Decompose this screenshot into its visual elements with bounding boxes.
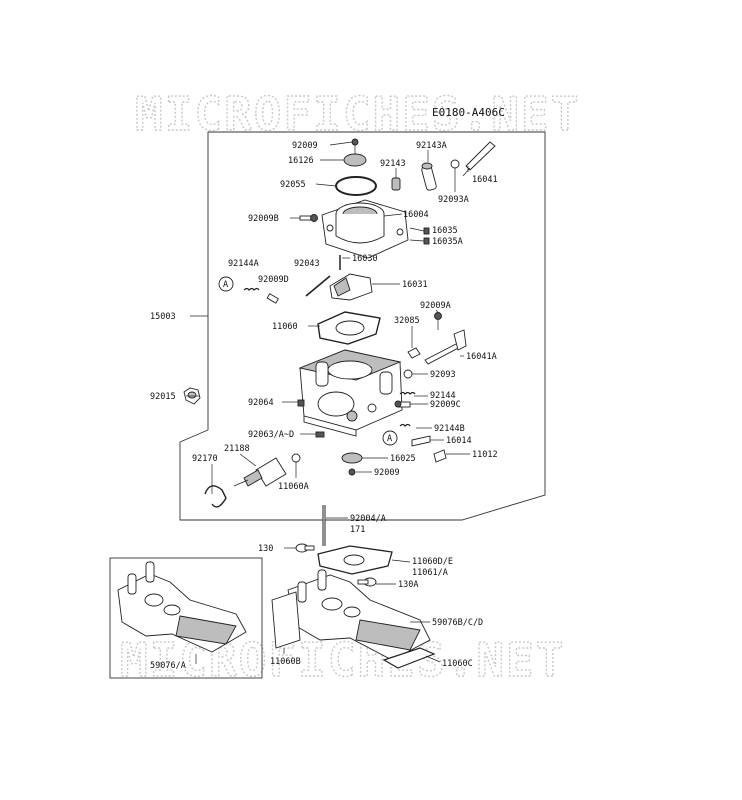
label-92144B: 92144B (434, 424, 465, 434)
ring-92093A (450, 159, 460, 169)
watermark-top: MICROFICHES.NET (135, 87, 580, 141)
label-92093: 92093 (430, 370, 456, 380)
label-92009-bottom: 92009 (374, 468, 400, 478)
screw-92009A (434, 312, 442, 330)
inset-frame (109, 557, 263, 679)
washer-11060A (291, 453, 301, 463)
label-130: 130 (258, 544, 273, 554)
plug-16035A (423, 237, 430, 245)
label-16025: 16025 (390, 454, 416, 464)
needle-16041 (462, 141, 496, 177)
manifold-59076BCD (287, 569, 431, 661)
spring-92144B (399, 423, 411, 427)
label-92009C: 92009C (430, 400, 461, 410)
jet-92143A (421, 162, 437, 191)
label-59076BCD: 59076B/C/D (432, 618, 483, 628)
spring-92144A (243, 287, 260, 291)
label-59076A: 59076/A (150, 661, 186, 671)
label-16035: 16035 (432, 226, 458, 236)
label-92055: 92055 (280, 180, 306, 190)
label-11060DE: 11060D/E (412, 557, 453, 567)
ring-92093 (403, 369, 413, 379)
clamp-92170 (204, 485, 227, 508)
label-92144A: 92144A (228, 259, 259, 269)
leader-lines (186, 141, 470, 664)
part-92143 (391, 177, 401, 191)
label-92093A: 92093A (438, 195, 469, 205)
ref-a-right-text: A (387, 434, 392, 444)
bolt-130 (295, 543, 315, 553)
label-16126: 16126 (288, 156, 314, 166)
float-16031 (329, 273, 373, 301)
screw-92009B (299, 214, 318, 222)
bowl-16025 (341, 452, 363, 464)
label-11060C: 11060C (442, 659, 473, 669)
label-16035A: 16035A (432, 237, 463, 247)
label-92009D: 92009D (258, 275, 289, 285)
label-21188: 21188 (224, 444, 250, 454)
clip-32085 (407, 347, 421, 359)
gasket-11060 (317, 311, 381, 345)
label-171: 171 (350, 525, 365, 535)
screw-92009C (394, 400, 411, 408)
label-16030: 16030 (352, 254, 378, 264)
spring-92144 (399, 391, 416, 395)
bolt-130A (357, 577, 377, 587)
label-92144: 92144 (430, 391, 456, 401)
gasket-11060DE (317, 545, 393, 575)
screw-92009D (266, 293, 279, 304)
ref-a-right (382, 430, 398, 446)
label-16014: 16014 (446, 436, 472, 446)
label-92063: 92063/A~D (248, 430, 294, 440)
label-11061A: 11061/A (412, 568, 448, 578)
solenoid-21188 (233, 457, 287, 487)
throttle-16041A (424, 329, 467, 365)
label-16041A: 16041A (466, 352, 497, 362)
screw-92009-bottom (348, 468, 356, 476)
screw-92009-top (351, 138, 359, 155)
label-11012: 11012 (472, 450, 498, 460)
label-92009B: 92009B (248, 214, 279, 224)
assembly-frame (179, 131, 546, 521)
label-92143: 92143 (380, 159, 406, 169)
ref-a-left (218, 276, 234, 292)
label-92170: 92170 (192, 454, 218, 464)
label-92004: 92004/A (350, 514, 386, 524)
label-16041: 16041 (472, 175, 498, 185)
gasket-11060B (271, 591, 301, 649)
spring-92043 (305, 275, 331, 297)
label-92009-top: 92009 (292, 141, 318, 151)
label-92043: 92043 (294, 259, 320, 269)
diagram-code: E0180-A406C (432, 106, 505, 119)
label-11060A: 11060A (278, 482, 309, 492)
label-16031: 16031 (402, 280, 428, 290)
manifold-59076A (117, 561, 247, 653)
label-11060B: 11060B (270, 657, 301, 667)
label-130A: 130A (398, 580, 418, 590)
ref-a-left-text: A (223, 280, 228, 290)
label-92009A: 92009A (420, 301, 451, 311)
label-92143A: 92143A (416, 141, 447, 151)
plug-16035 (423, 227, 430, 235)
label-32085: 32085 (394, 316, 420, 326)
label-16004: 16004 (403, 210, 429, 220)
label-11060: 11060 (272, 322, 298, 332)
main-body-15003 (298, 349, 403, 437)
cap-11012 (433, 449, 447, 463)
o-ring-92055 (335, 176, 377, 196)
label-15003: 15003 (150, 312, 176, 322)
cap-16126 (343, 153, 367, 167)
plug-92064 (297, 399, 305, 407)
label-92015: 92015 (150, 392, 176, 402)
screw-92063 (315, 431, 325, 438)
upper-body-16004 (321, 199, 409, 259)
label-92064: 92064 (248, 398, 274, 408)
needle-16014 (411, 435, 431, 447)
gasket-11060C (382, 647, 436, 669)
